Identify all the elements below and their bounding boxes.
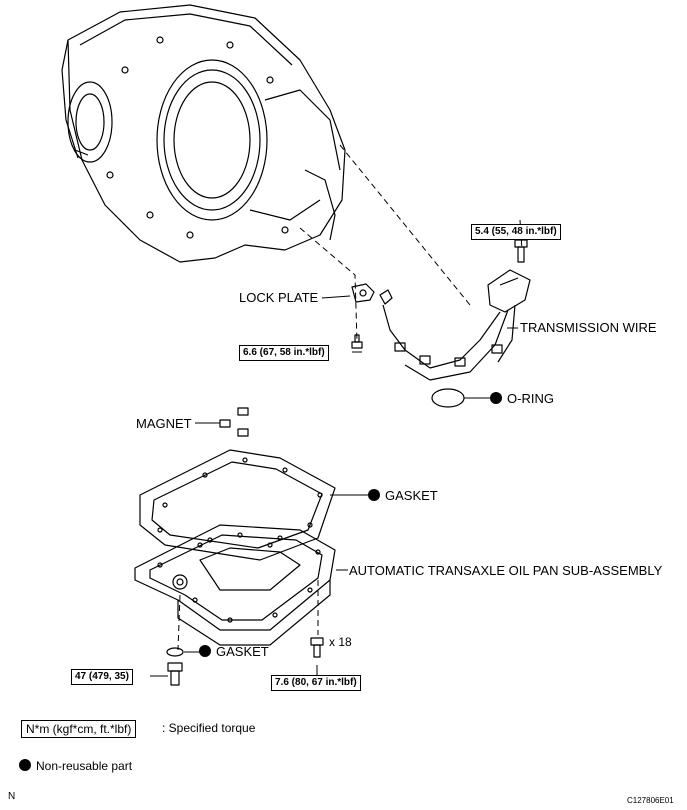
bolt-count-label: x 18	[329, 635, 352, 649]
drain-gasket	[166, 647, 184, 657]
oil-pan-label: AUTOMATIC TRANSAXLE OIL PAN SUB-ASSEMBLY	[349, 563, 663, 578]
wire-bolt-torque: 5.4 (55, 48 in.*lbf)	[471, 224, 561, 240]
lock-plate-bolt	[351, 334, 363, 349]
upper-gasket	[139, 449, 336, 561]
o-ring-label: O-RING	[490, 392, 554, 405]
leader-lines	[150, 235, 528, 677]
footer-left-code: N	[8, 791, 16, 802]
transaxle-housing	[61, 4, 346, 263]
lock-plate	[351, 283, 393, 305]
torque-legend-box: N*m (kgf*cm, ft.*lbf)	[21, 720, 137, 738]
pan-bolt	[310, 637, 324, 658]
transmission-wire-label: TRANSMISSION WIRE	[520, 320, 657, 335]
lock-plate-label: LOCK PLATE	[239, 290, 319, 305]
drain-plug	[167, 662, 183, 686]
footer-figure-code: C127806E01	[627, 796, 674, 805]
lower-gasket-label: GASKET	[199, 645, 269, 658]
transmission-wire	[382, 269, 531, 381]
non-reusable-dot-icon	[490, 392, 502, 404]
magnets	[219, 407, 249, 437]
torque-legend-desc: : Specified torque	[162, 721, 256, 735]
wire-bolt	[514, 239, 528, 263]
lock-plate-bolt-torque: 6.6 (67, 58 in.*lbf)	[239, 345, 329, 361]
upper-gasket-label: GASKET	[368, 489, 438, 502]
drain-plug-torque: 47 (479, 35)	[71, 669, 133, 685]
non-reusable-dot-icon	[368, 489, 380, 501]
oil-pan	[134, 524, 336, 646]
pan-bolt-torque: 7.6 (80, 67 in.*lbf)	[271, 675, 361, 691]
non-reusable-dot-icon	[199, 645, 211, 657]
non-reusable-dot-icon	[19, 759, 31, 771]
non-reusable-legend: Non-reusable part	[19, 759, 132, 772]
o-ring	[431, 388, 465, 408]
magnet-label: MAGNET	[136, 416, 192, 431]
